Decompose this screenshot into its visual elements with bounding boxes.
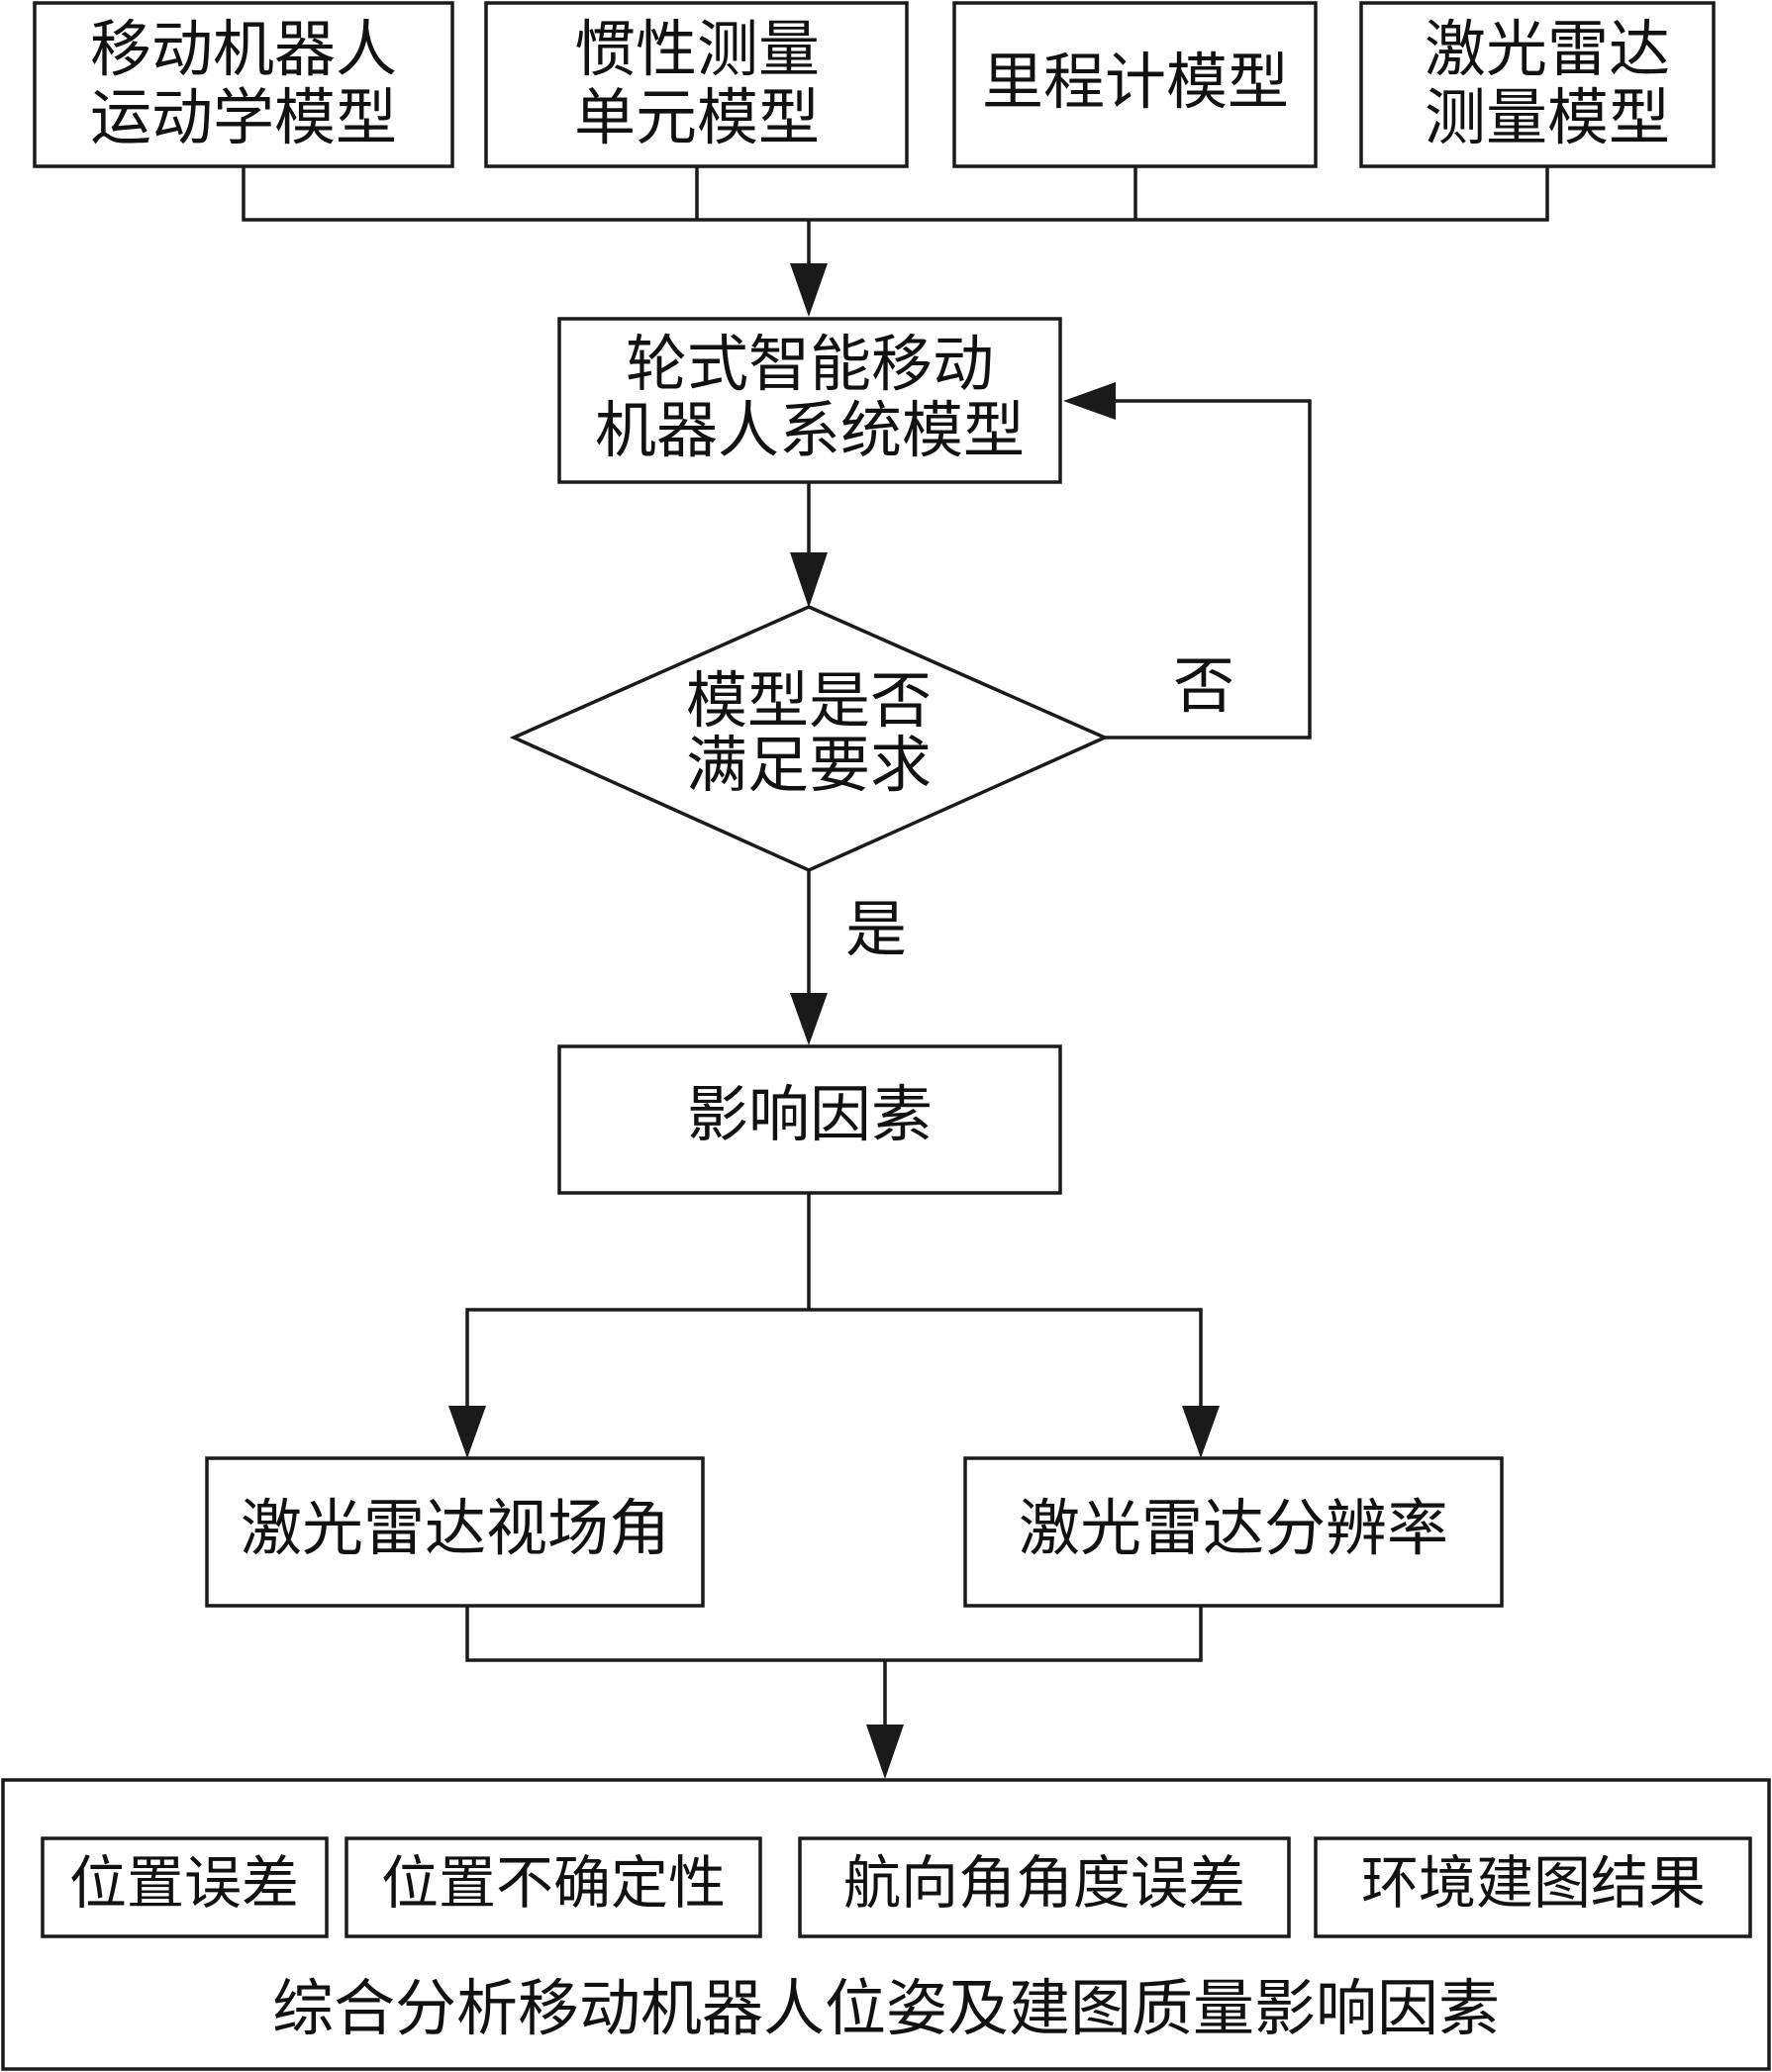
decision-diamond: 模型是否 满足要求 [509,605,1110,872]
factors-box: 影响因素 [557,1044,1062,1195]
lidar-resolution-box: 激光雷达分辨率 [963,1456,1504,1608]
input-odometer-line1: 里程计模型 [982,46,1289,118]
arrow-to-summary [866,1725,904,1779]
arrow-feedback [1063,382,1116,420]
input-imu-line2: 单元模型 [574,81,820,153]
input-lidar-measure-line2: 测量模型 [1425,81,1670,153]
outcome-position-error-label: 位置误差 [69,1849,299,1917]
decision-line2: 满足要求 [686,729,932,801]
system-model-box: 轮式智能移动 机器人系统模型 [557,317,1062,484]
arrow-to-fov [448,1406,486,1458]
system-model-line1: 轮式智能移动 [626,328,994,400]
summary-label: 综合分析移动机器人位姿及建图质量影响因素 [272,1972,1500,2044]
label-no: 否 [1173,649,1234,722]
input-kinematics-line1: 移动机器人 [90,13,397,85]
arrow-to-decision [790,552,828,608]
factors-label: 影响因素 [687,1078,933,1150]
arrow-to-system-model [790,263,828,317]
input-imu-box: 惯性测量 单元模型 [484,1,909,168]
input-odometer-box: 里程计模型 [952,1,1318,168]
input-lidar-measure-line1: 激光雷达 [1425,13,1670,85]
outcome-mapping-result: 环境建图结果 [1314,1836,1752,1938]
outcome-heading-error-label: 航向角角度误差 [843,1849,1245,1917]
system-model-line2: 机器人系统模型 [595,394,1025,466]
outcome-mapping-result-label: 环境建图结果 [1361,1849,1706,1917]
feedback-loop: 否 [1063,382,1312,740]
input-imu-line1: 惯性测量 [574,13,820,85]
outcome-position-error: 位置误差 [41,1836,329,1938]
label-yes: 是 [845,893,907,965]
lidar-resolution-label: 激光雷达分辨率 [1019,1492,1448,1564]
input-kinematics-line2: 运动学模型 [90,81,397,153]
lidar-fov-box: 激光雷达视场角 [205,1456,705,1608]
lidar-fov-label: 激光雷达视场角 [241,1492,670,1564]
outcome-position-uncertainty-label: 位置不确定性 [381,1849,726,1917]
split-connectors [448,1193,1220,1458]
input-lidar-measure-box: 激光雷达 测量模型 [1359,1,1716,168]
arrow-to-factors [790,993,828,1045]
outcome-position-uncertainty: 位置不确定性 [345,1836,762,1938]
merge-connectors [465,1606,1203,1779]
input-kinematics-box: 移动机器人 运动学模型 [33,1,454,168]
decision-line1: 模型是否 [686,664,932,737]
top-connectors [242,166,1549,317]
outcome-heading-error: 航向角角度误差 [798,1836,1291,1938]
arrow-to-resolution [1182,1406,1220,1458]
